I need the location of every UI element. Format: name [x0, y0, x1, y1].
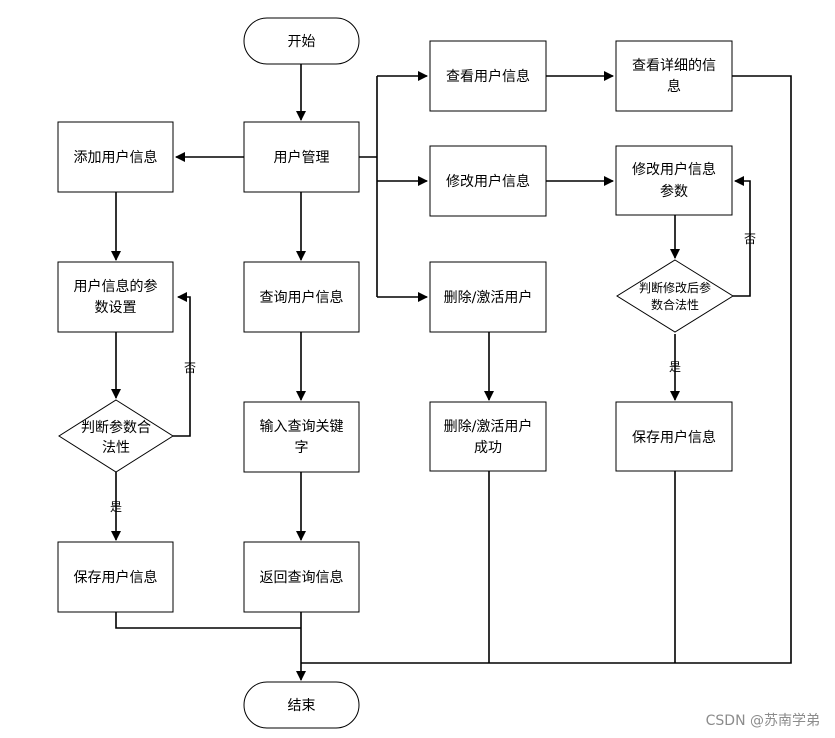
node-return-query: 返回查询信息	[243, 541, 360, 613]
edge-judge-left-no-loop	[173, 292, 191, 437]
edge-label-no-left: 否	[184, 361, 196, 375]
node-judge-left-line1: 判断参数合	[81, 419, 151, 436]
edge-label-no-right: 否	[744, 232, 756, 246]
node-save-left: 保存用户信息	[57, 541, 174, 613]
node-modify-user: 修改用户信息	[429, 145, 547, 217]
node-input-keyword: 输入查询关键 字	[243, 401, 360, 473]
edge-judge-right-no-loop	[733, 176, 751, 297]
node-modify-params: 修改用户信息 参数	[615, 145, 733, 216]
node-view-user-label: 查看用户信息	[446, 68, 530, 85]
node-view-detail-line2: 息	[667, 78, 681, 95]
node-view-user: 查看用户信息	[429, 40, 547, 112]
node-input-keyword-line1: 输入查询关键	[260, 419, 344, 435]
edges	[111, 64, 792, 681]
node-start: 开始	[243, 17, 360, 65]
node-delete-success-line2: 成功	[474, 440, 502, 456]
edge-detail-to-end	[301, 75, 792, 664]
node-end: 结束	[243, 681, 360, 729]
node-param-setup-line2: 数设置	[95, 300, 137, 316]
node-delete-user: 删除/激活用户	[429, 261, 547, 333]
node-user-mgmt: 用户管理	[243, 121, 360, 193]
node-view-detail-line1: 查看详细的信	[632, 58, 716, 74]
node-end-label: 结束	[288, 698, 316, 714]
node-view-detail: 查看详细的信 息	[615, 40, 733, 112]
node-delete-success-line1: 删除/激活用户	[444, 418, 533, 435]
node-save-right-label: 保存用户信息	[632, 429, 716, 446]
node-add-user: 添加用户信息	[57, 121, 174, 193]
node-judge-right: 判断修改后参 数合法性	[616, 259, 734, 333]
node-judge-left: 判断参数合 法性	[58, 399, 174, 473]
node-modify-user-label: 修改用户信息	[446, 173, 530, 190]
node-param-setup: 用户信息的参 数设置	[57, 261, 174, 333]
node-user-mgmt-label: 用户管理	[274, 149, 330, 166]
node-judge-right-line2: 数合法性	[651, 297, 699, 312]
node-delete-success: 删除/激活用户 成功	[429, 401, 547, 472]
node-save-left-label: 保存用户信息	[74, 569, 158, 586]
edge-label-yes-right: 是	[669, 360, 681, 374]
node-delete-user-label: 删除/激活用户	[444, 289, 533, 306]
node-modify-params-line2: 参数	[660, 183, 688, 200]
node-judge-right-line1: 判断修改后参	[639, 280, 711, 295]
node-input-keyword-line2: 字	[295, 440, 309, 456]
node-start-label: 开始	[288, 34, 316, 50]
node-return-query-label: 返回查询信息	[260, 569, 344, 586]
edge-save-left-to-end	[115, 612, 301, 629]
node-query-user: 查询用户信息	[243, 261, 360, 333]
edge-label-yes-left: 是	[110, 500, 122, 514]
node-param-setup-line1: 用户信息的参	[74, 278, 158, 295]
node-add-user-label: 添加用户信息	[74, 149, 158, 166]
node-judge-left-line2: 法性	[102, 440, 130, 456]
node-save-right: 保存用户信息	[615, 401, 733, 472]
node-modify-params-line1: 修改用户信息	[632, 161, 716, 178]
watermark: CSDN @苏南学弟	[706, 713, 820, 729]
node-query-user-label: 查询用户信息	[260, 289, 344, 306]
